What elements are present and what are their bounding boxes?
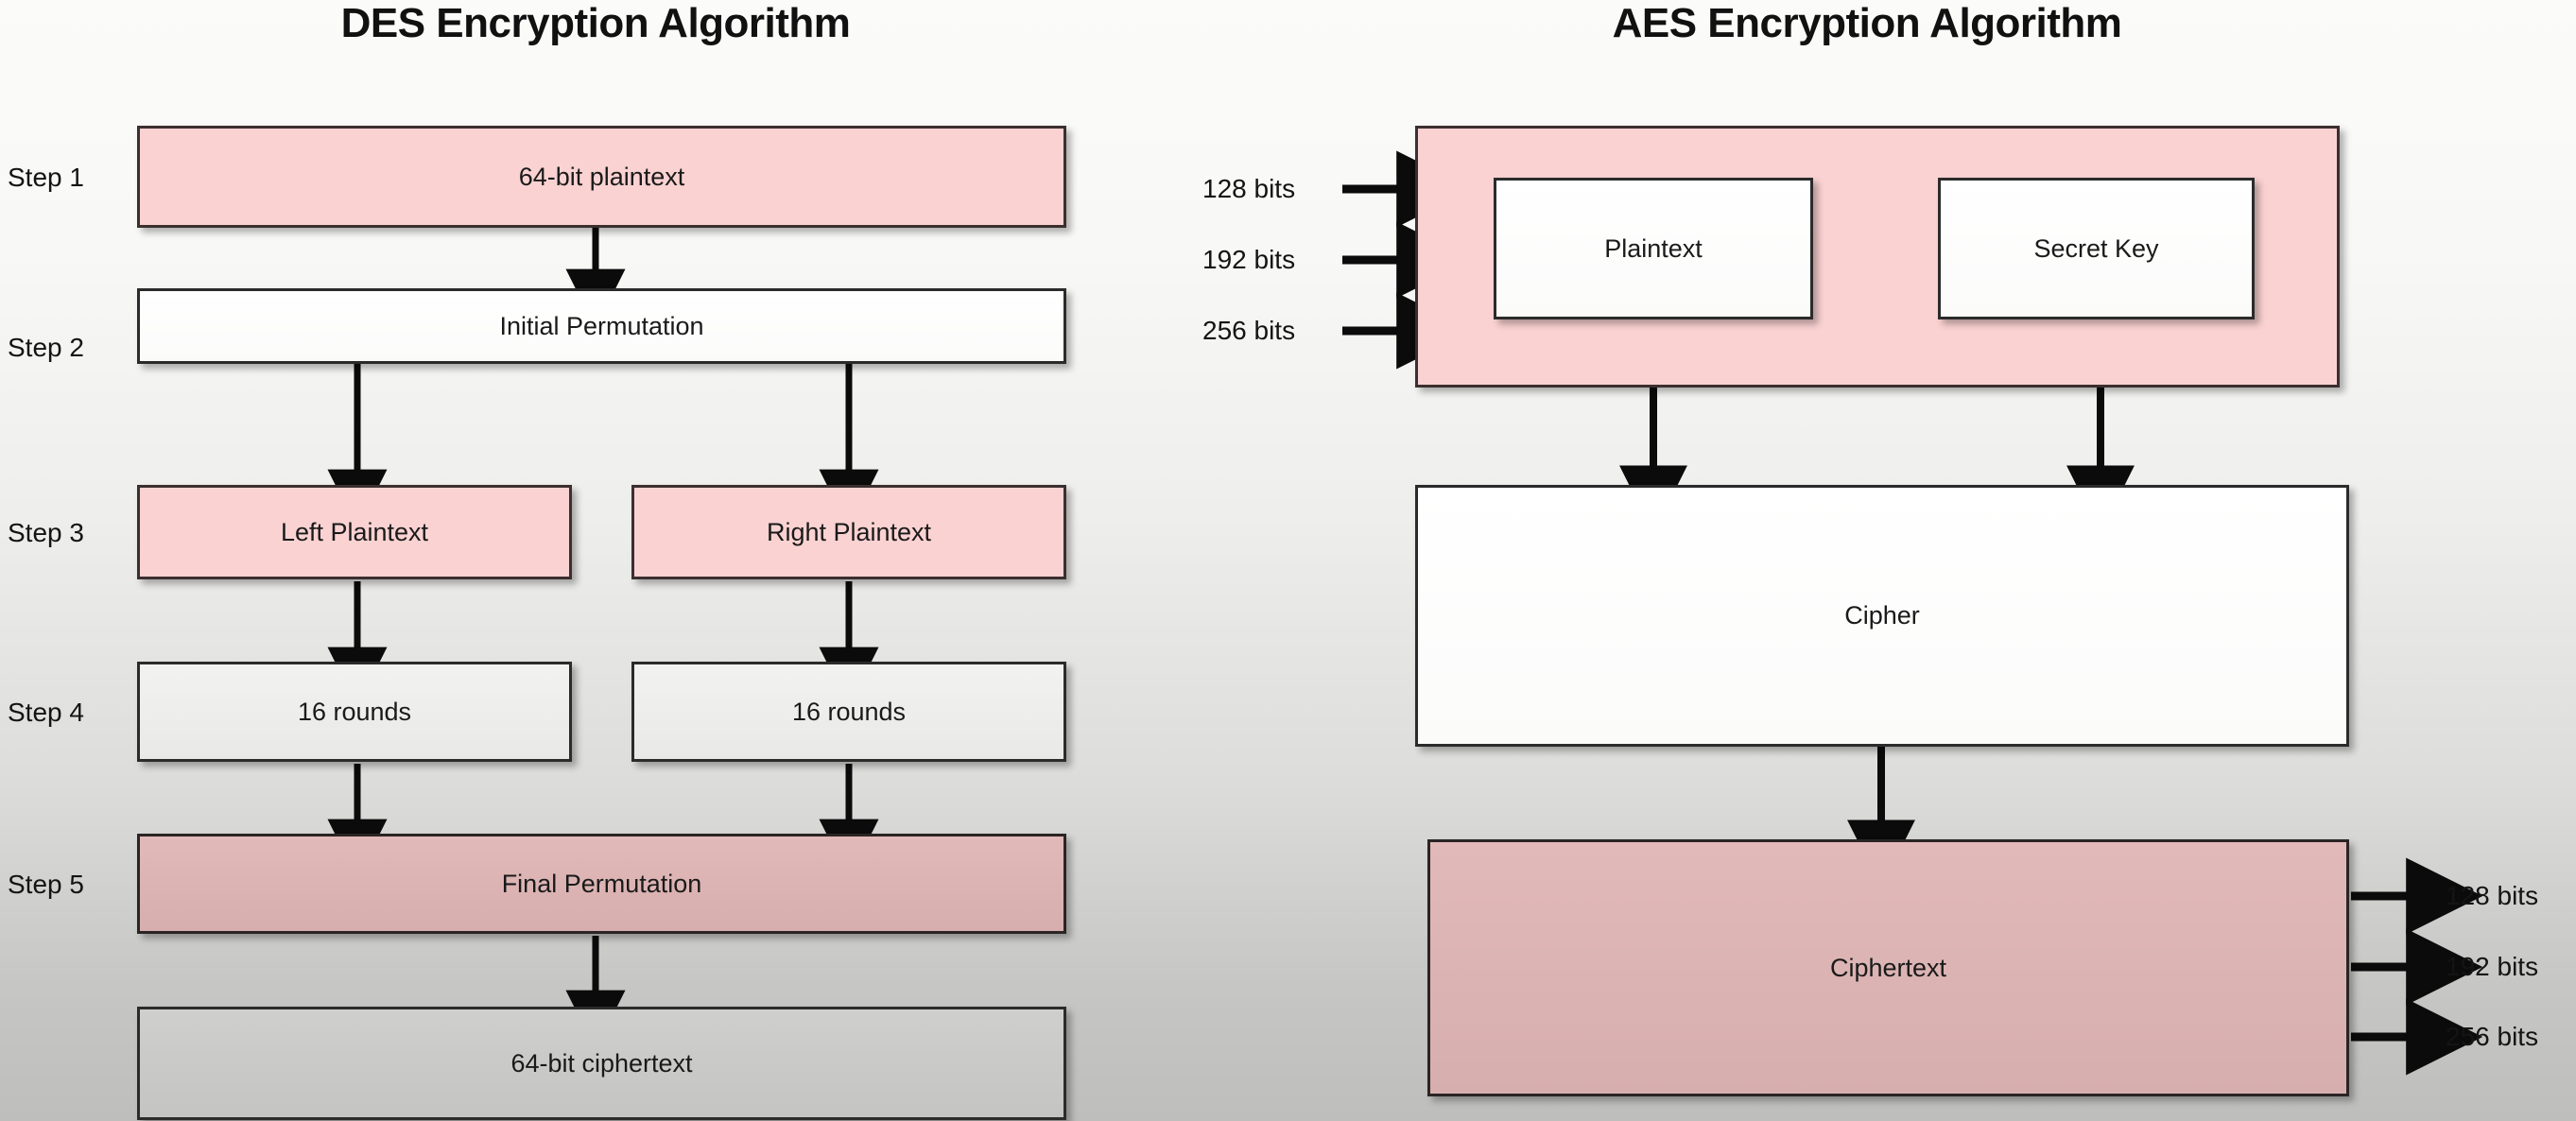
des-node-left-rounds-label: 16 rounds (297, 697, 412, 726)
des-node-right-rounds[interactable]: 16 rounds (631, 662, 1066, 762)
des-node-final-permutation[interactable]: Final Permutation (137, 834, 1066, 934)
step-label-2: Step 2 (8, 333, 84, 362)
aes-node-plaintext[interactable]: Plaintext (1494, 178, 1813, 319)
des-node-right-plaintext-label: Right Plaintext (766, 517, 932, 546)
des-node-left-plaintext[interactable]: Left Plaintext (137, 485, 572, 579)
step-label-4: Step 4 (8, 698, 84, 727)
aes-node-secret-key-label: Secret Key (2033, 233, 2159, 263)
aes-title: AES Encryption Algorithm (1612, 0, 2122, 46)
des-node-final-permutation-label: Final Permutation (501, 869, 702, 898)
aes-node-secret-key[interactable]: Secret Key (1938, 178, 2255, 319)
aes-input-label-192: 192 bits (1202, 245, 1296, 274)
aes-node-cipher-label: Cipher (1844, 601, 1920, 629)
des-node-ciphertext[interactable]: 64-bit ciphertext (137, 1007, 1066, 1120)
des-node-left-plaintext-label: Left Plaintext (280, 517, 429, 546)
aes-input-label-256: 256 bits (1202, 316, 1296, 345)
aes-output-label-256: 256 bits (2446, 1022, 2539, 1051)
aes-node-ciphertext[interactable]: Ciphertext (1427, 839, 2349, 1096)
aes-input-label-128: 128 bits (1202, 174, 1296, 203)
des-node-left-rounds[interactable]: 16 rounds (137, 662, 572, 762)
des-title: DES Encryption Algorithm (340, 0, 851, 46)
des-node-plaintext[interactable]: 64-bit plaintext (137, 126, 1066, 228)
step-label-5: Step 5 (8, 870, 84, 899)
des-node-right-plaintext[interactable]: Right Plaintext (631, 485, 1066, 579)
aes-node-cipher[interactable]: Cipher (1415, 485, 2349, 747)
aes-output-label-192: 192 bits (2446, 952, 2539, 981)
step-label-1: Step 1 (8, 163, 84, 192)
des-node-plaintext-label: 64-bit plaintext (518, 162, 685, 191)
aes-output-label-128: 128 bits (2446, 881, 2539, 910)
aes-node-ciphertext-label: Ciphertext (1829, 953, 1947, 982)
step-label-3: Step 3 (8, 518, 84, 547)
des-node-initial-permutation-label: Initial Permutation (499, 311, 704, 340)
des-node-initial-permutation[interactable]: Initial Permutation (137, 288, 1066, 364)
aes-node-plaintext-label: Plaintext (1604, 233, 1703, 263)
des-node-ciphertext-label: 64-bit ciphertext (510, 1048, 693, 1078)
des-node-right-rounds-label: 16 rounds (791, 697, 907, 726)
